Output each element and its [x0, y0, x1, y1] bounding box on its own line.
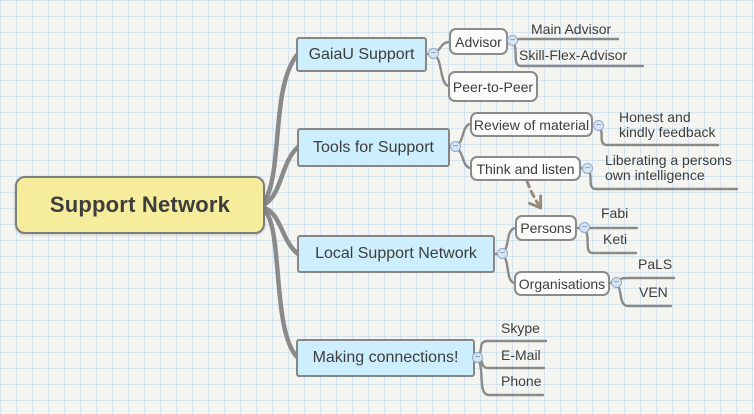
collapse-minus-icon-making[interactable]: − — [472, 352, 483, 363]
branch-wire-making-connections — [262, 208, 300, 360]
underline-ven — [616, 284, 673, 308]
subtopic-think-and-listen[interactable]: Think and listen — [470, 156, 581, 181]
collapse-minus-icon-tools[interactable]: − — [450, 141, 461, 152]
leaf-topic-email[interactable]: E-Mail — [501, 347, 541, 363]
underline-phone — [477, 359, 545, 397]
leaf-topic-fabi[interactable]: Fabi — [601, 205, 629, 221]
collapse-minus-icon-review[interactable]: − — [593, 120, 604, 131]
underline-skill-flex-advisor — [512, 42, 645, 68]
branch-topic-tools-for-support[interactable]: Tools for Support — [297, 128, 450, 167]
leaf-topic-phone[interactable]: Phone — [501, 373, 542, 389]
subtopic-review-of-material[interactable]: Review of material — [470, 112, 593, 137]
collapse-minus-icon-local[interactable]: − — [497, 248, 508, 259]
collapse-minus-icon-persons[interactable]: − — [579, 222, 590, 233]
relationship-arrow-think-to-persons[interactable] — [525, 179, 543, 210]
underline-keti — [584, 229, 638, 255]
leaf-topic-skill-flex-advisor[interactable]: Skill-Flex-Advisor — [519, 47, 628, 63]
underline-main-advisor — [512, 37, 620, 42]
leaf-topic-pals[interactable]: PaLS — [638, 256, 673, 272]
collapse-minus-icon-think[interactable]: − — [582, 163, 593, 174]
subtopic-advisor[interactable]: Advisor — [449, 28, 508, 55]
branch-wire-gaiau-support — [262, 52, 300, 204]
leaf-topic-liberating-intelligence[interactable]: Liberating a persons own intelligence — [605, 152, 732, 183]
subtopic-persons[interactable]: Persons — [515, 215, 577, 241]
collapse-minus-icon-gaiau[interactable]: − — [428, 48, 439, 59]
underline-pals — [616, 276, 676, 283]
root-topic-support-network[interactable]: Support Network — [15, 176, 265, 234]
leaf-topic-keti[interactable]: Keti — [603, 231, 628, 247]
leaf-topic-honest-kindly-feedback[interactable]: Honest and kindly feedback — [619, 109, 716, 140]
subtopic-peer-to-peer[interactable]: Peer-to-Peer — [448, 71, 538, 102]
branch-topic-making-connections[interactable]: Making connections! — [296, 339, 475, 377]
wire-tools-think — [455, 147, 473, 170]
branch-wire-local-support-network — [262, 205, 301, 257]
wire-gaiau-peer-to-peer — [433, 54, 451, 88]
leaf-topic-skype[interactable]: Skype — [501, 320, 540, 336]
branch-topic-local-support-network[interactable]: Local Support Network — [297, 235, 495, 273]
collapse-minus-icon-organisations[interactable]: − — [611, 277, 622, 288]
branch-topic-gaiau-support[interactable]: GaiaU Support — [296, 37, 427, 72]
collapse-minus-icon-advisor[interactable]: − — [507, 35, 518, 46]
leaf-topic-ven[interactable]: VEN — [639, 284, 668, 300]
subtopic-organisations[interactable]: Organisations — [514, 271, 610, 296]
branch-wire-tools-for-support — [262, 144, 301, 207]
leaf-topic-main-advisor[interactable]: Main Advisor — [531, 21, 612, 37]
